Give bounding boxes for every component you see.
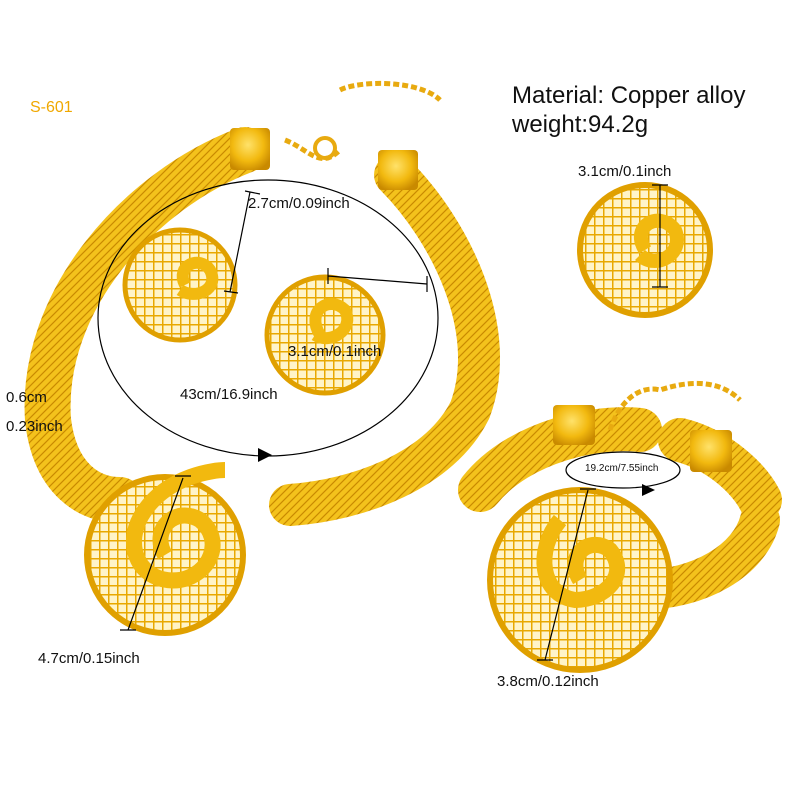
extension-chain xyxy=(284,81,442,162)
bracelet xyxy=(458,380,782,673)
bracelet-length-dimension: 19.2cm/7.55inch xyxy=(585,463,659,474)
dimension-line xyxy=(223,190,261,294)
dimension-line xyxy=(652,184,668,288)
ring-dimension: 3.1cm/0.1inch xyxy=(578,163,672,180)
bracelet-length-ellipse xyxy=(565,451,681,489)
dimension-line xyxy=(537,488,596,661)
arrow-icon xyxy=(642,484,655,496)
arrow-icon xyxy=(258,448,272,462)
earring-small-dimension: 2.7cm/0.09inch xyxy=(248,195,350,212)
dimension-line xyxy=(120,475,191,631)
band-width-cm: 0.6cm xyxy=(6,389,47,406)
sku-label: S-601 xyxy=(30,99,73,116)
dimension-line xyxy=(327,268,428,292)
earring-large-dimension: 3.1cm/0.1inch xyxy=(288,343,382,360)
necklace-length-dimension: 43cm/16.9inch xyxy=(180,386,278,403)
necklace xyxy=(24,81,500,636)
material-label: Material: Copper alloy xyxy=(512,82,746,109)
necklace-pendant-dimension: 4.7cm/0.15inch xyxy=(38,650,140,667)
band-width-inch: 0.23inch xyxy=(6,418,63,435)
earring-right xyxy=(264,274,386,396)
ring xyxy=(577,182,713,318)
necklace-pendant xyxy=(84,462,246,636)
earring-left xyxy=(122,227,238,343)
clasp-end-left xyxy=(230,128,270,170)
clasp-end-right xyxy=(378,150,418,190)
bracelet-pendant-dimension: 3.8cm/0.12inch xyxy=(497,673,599,690)
lobster-clasp xyxy=(313,136,337,160)
weight-label: weight:94.2g xyxy=(512,111,649,138)
